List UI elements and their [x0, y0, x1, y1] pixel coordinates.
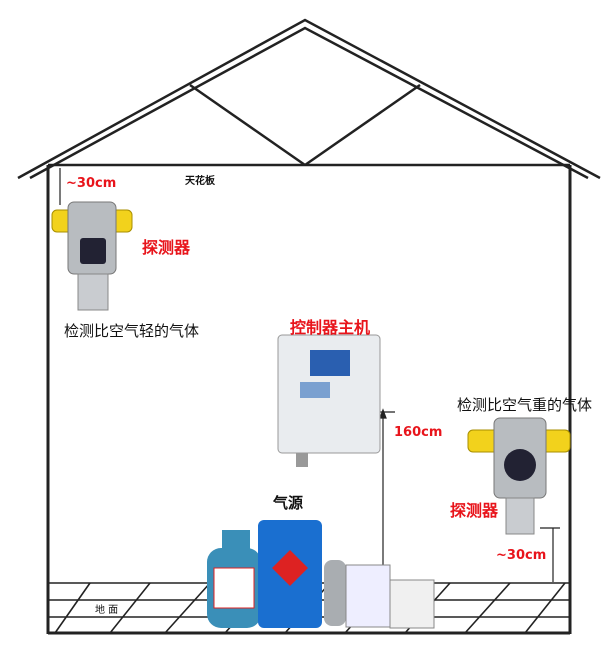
floor-label: 地 面 [95, 605, 119, 616]
left-detector-caption: 检测比空气轻的气体 [64, 322, 200, 340]
walls [46, 165, 572, 635]
bottom-distance-label: ~30cm [496, 548, 547, 563]
ceiling-label: 天花板 [185, 176, 215, 187]
top-distance-label: ~30cm [66, 176, 117, 191]
right-detector-label: 探测器 [450, 501, 499, 520]
gas-source-label: 气源 [273, 494, 304, 512]
right-detector [467, 417, 571, 535]
controller-height-label: 160cm [394, 425, 443, 440]
gas-cylinders [207, 520, 435, 629]
right-detector-caption: 检测比空气重的气体 [457, 396, 593, 414]
roof [17, 18, 601, 180]
left-detector-label: 探测器 [142, 238, 191, 257]
dimension-lines [59, 168, 560, 582]
controller-label: 控制器主机 [290, 318, 371, 337]
left-detector [51, 201, 133, 311]
controller-unit [277, 334, 381, 467]
